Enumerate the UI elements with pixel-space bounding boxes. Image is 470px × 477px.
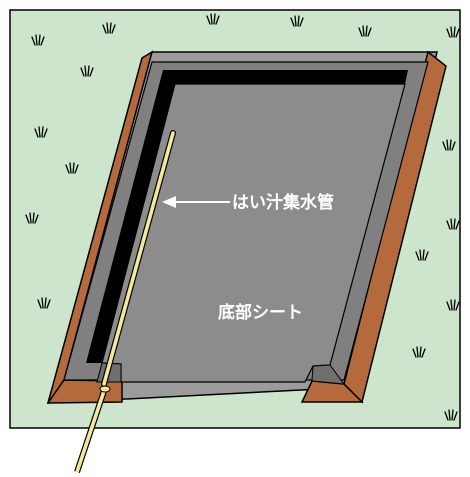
grass-tuft-icon bbox=[206, 13, 220, 25]
left-arrow-icon bbox=[162, 196, 230, 208]
grass-tuft-icon bbox=[25, 212, 39, 224]
grass-tuft-icon bbox=[80, 65, 94, 77]
grass-tuft-icon bbox=[446, 299, 460, 311]
grass-tuft-icon bbox=[446, 218, 460, 230]
grass-tuft-icon bbox=[37, 297, 51, 309]
right-notch bbox=[311, 364, 346, 385]
grass-tuft-icon bbox=[31, 34, 45, 46]
grass-tuft-icon bbox=[34, 126, 48, 138]
grass-tuft-icon bbox=[415, 249, 429, 261]
grass-tuft-icon bbox=[444, 409, 458, 421]
grass-tuft-icon bbox=[102, 22, 116, 34]
grass-tuft-icon bbox=[290, 15, 304, 27]
bottom-sheet-label: 底部シート bbox=[218, 302, 303, 323]
grass-tuft-icon bbox=[442, 139, 456, 151]
drain-pipe-label: はい汁集水管 bbox=[232, 192, 334, 213]
grass-tuft-icon bbox=[65, 162, 79, 174]
grass-tuft-icon bbox=[446, 26, 460, 38]
grass-tufts bbox=[25, 13, 460, 421]
collection-pipe bbox=[74, 130, 176, 473]
grass-tuft-icon bbox=[358, 25, 372, 37]
grass-tuft-icon bbox=[412, 346, 426, 358]
